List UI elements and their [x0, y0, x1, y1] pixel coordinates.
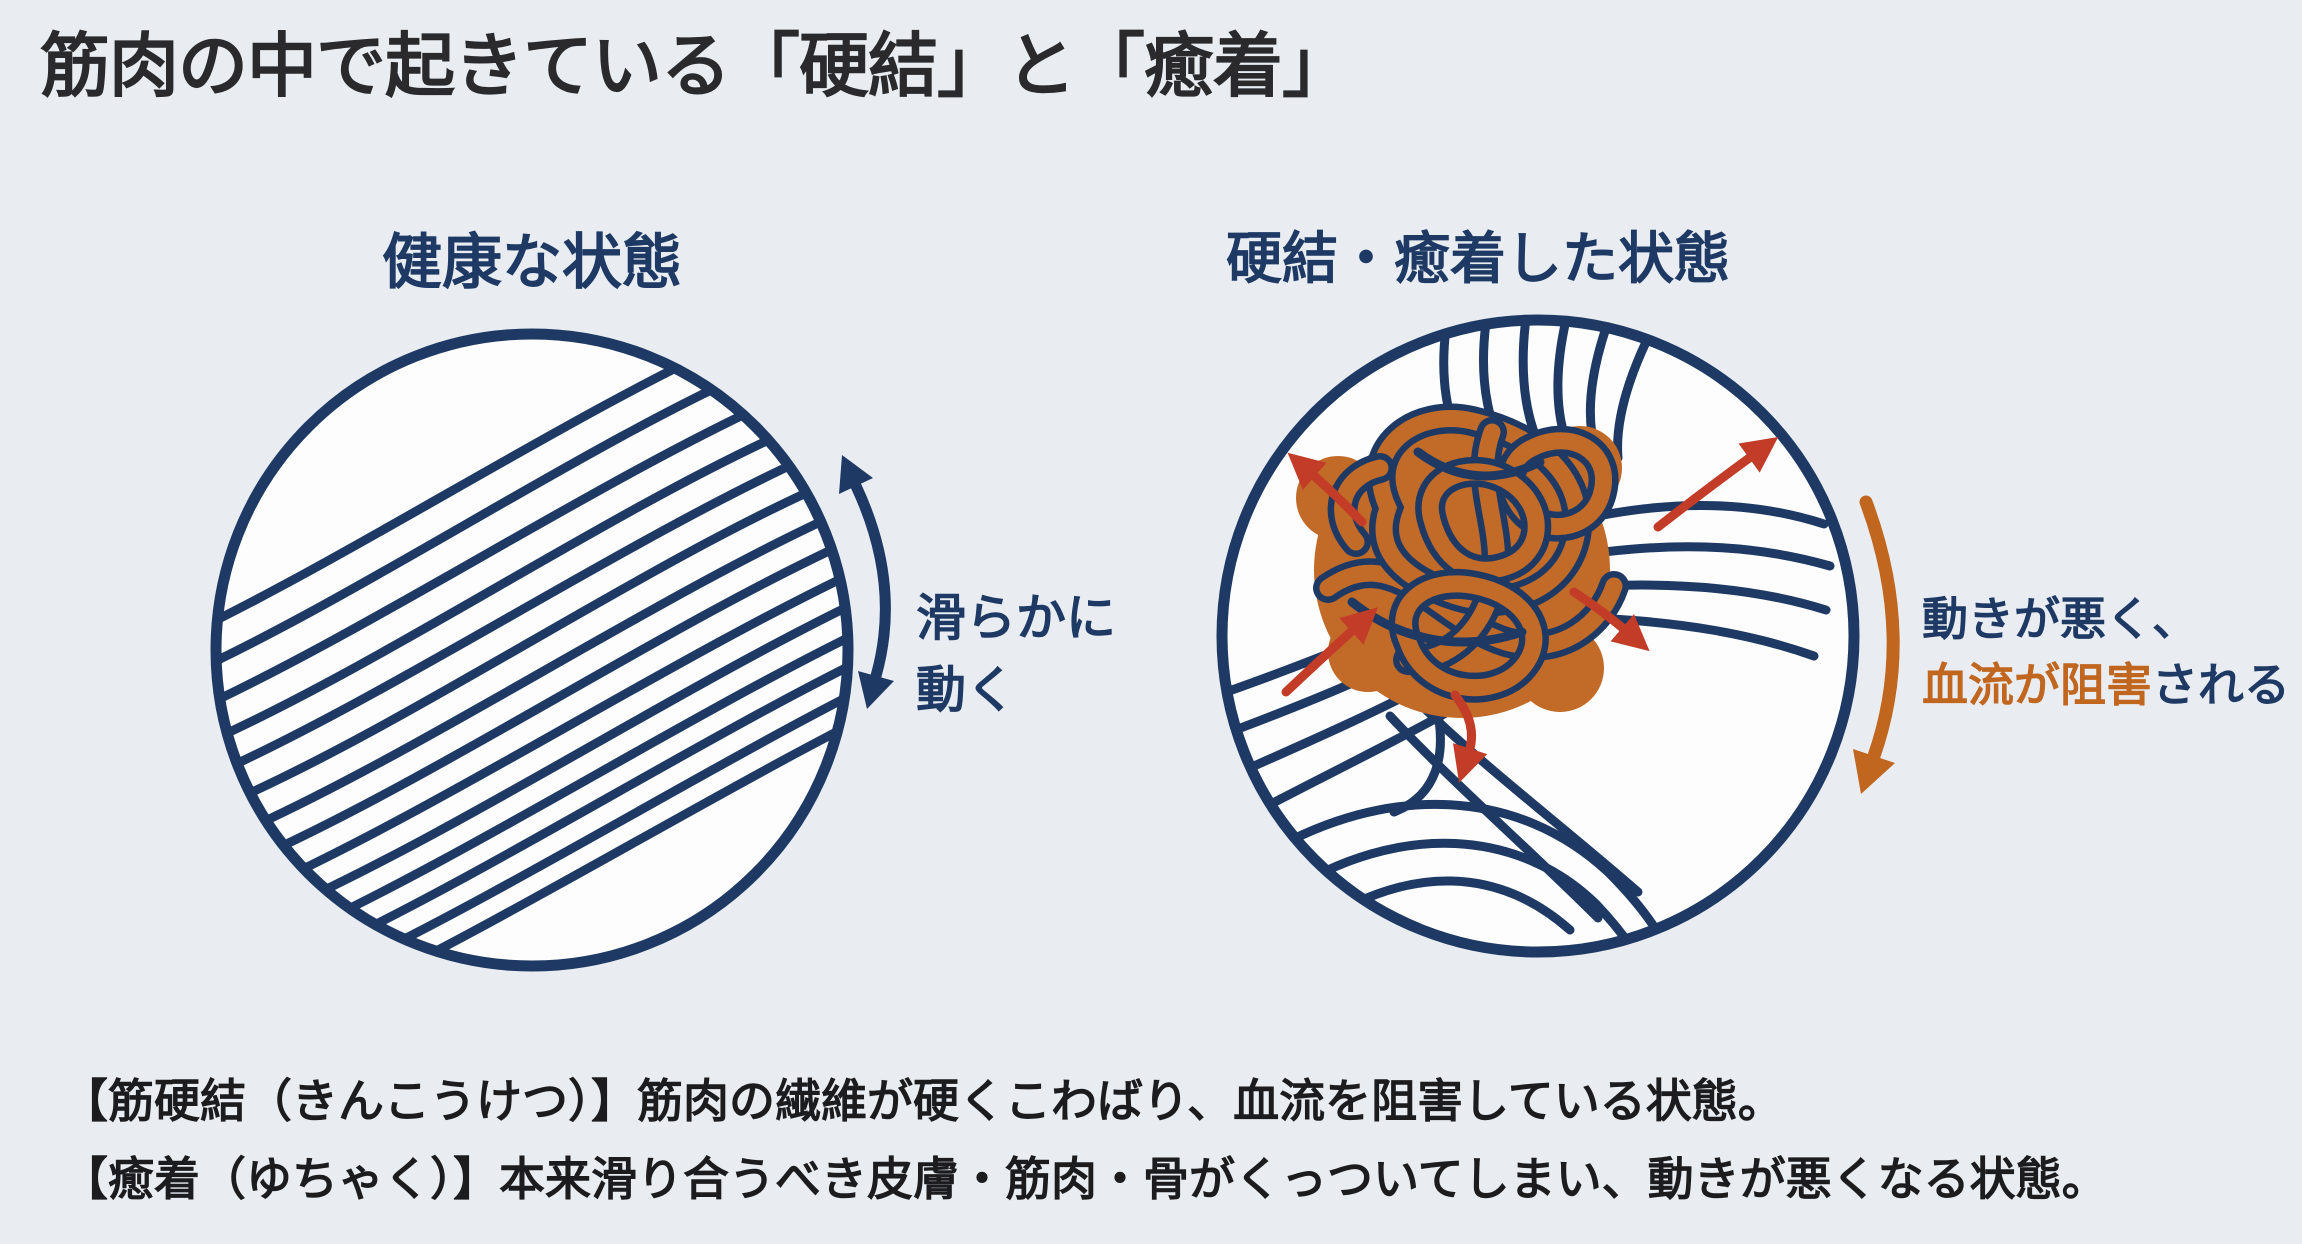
restricted-motion-arrow-icon: [1853, 495, 1900, 794]
healthy-muscle-circle: [210, 328, 894, 972]
blood-flow-highlight: 血流が阻害: [1922, 659, 2152, 711]
definition-notes: 【筋硬結（きんこうけつ）】筋肉の繊維が硬くこわばり、血流を阻害している状態。 【…: [62, 1062, 2108, 1218]
healthy-state-label: 健康な状態: [382, 229, 682, 296]
adhesion-definition: 【癒着（ゆちゃく）】本来滑り合うべき皮膚・筋肉・骨がくっついてしまい、動きが悪く…: [62, 1153, 2108, 1205]
restricted-motion-line1: 動きが悪く、: [1922, 593, 2198, 645]
affected-muscle-circle: [1216, 314, 1900, 958]
restricted-motion-annotation: 動きが悪く、 血流が阻害される: [1922, 586, 2290, 718]
affected-state-label: 硬結・癒着した状態: [1226, 227, 1730, 290]
tension-arrows-icon: [1281, 436, 1779, 783]
smooth-motion-line1: 滑らかに: [916, 590, 1116, 646]
smooth-motion-line2: 動く: [916, 662, 1016, 718]
tangled-knot: [1313, 403, 1629, 703]
blood-flow-rest: される: [2152, 659, 2290, 711]
smooth-motion-arrow-icon: [839, 455, 894, 709]
induration-definition: 【筋硬結（きんこうけつ）】筋肉の繊維が硬くこわばり、血流を阻害している状態。: [62, 1075, 1784, 1127]
smooth-muscle-fibers: [221, 339, 843, 961]
page-title: 筋肉の中で起きている「硬結」と「癒着」: [40, 27, 1352, 105]
smooth-motion-annotation: 滑らかに 動く: [916, 582, 1116, 726]
restricted-motion-line2: 血流が阻害される: [1922, 652, 2290, 718]
